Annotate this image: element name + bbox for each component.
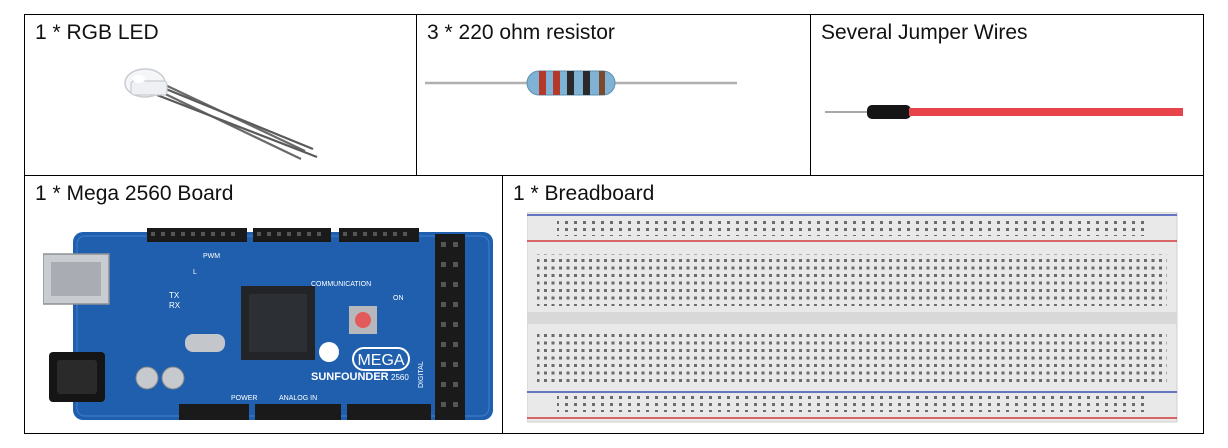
rgb-led-cell: 1 * RGB LED <box>24 14 417 176</box>
jumper-wire-icon <box>825 105 1183 119</box>
board-pwm-label: PWM <box>203 253 220 260</box>
board-digital-label: DIGITAL <box>418 361 425 388</box>
board-brand-text: SUNFOUNDER <box>311 371 389 383</box>
jumper-wires-cell: Several Jumper Wires <box>810 14 1204 176</box>
board-analog-label: ANALOG IN <box>279 395 317 402</box>
board-l-label: L <box>193 269 197 276</box>
mega-board-label: 1 * Mega 2560 Board <box>35 182 234 205</box>
resistor-cell: 3 * 220 ohm resistor <box>416 14 811 176</box>
resistor-label: 3 * 220 ohm resistor <box>427 21 615 44</box>
board-sub-text: 2560 <box>391 373 409 382</box>
board-on-label: ON <box>393 295 404 302</box>
breadboard-cell: 1 * Breadboard <box>502 175 1204 434</box>
breadboard-icon <box>527 212 1178 423</box>
board-rx-label: RX <box>169 301 181 310</box>
board-communication-label: COMMUNICATION <box>311 281 371 288</box>
mega-board-cell: 1 * Mega 2560 Board <box>24 175 503 434</box>
board-power-label: POWER <box>231 395 257 402</box>
resistor-icon <box>425 70 737 96</box>
breadboard-label: 1 * Breadboard <box>513 182 655 205</box>
board-tx-label: TX <box>169 291 180 300</box>
rgb-led-icon <box>124 68 318 160</box>
board-model-text: MEGA <box>357 352 404 369</box>
jumper-wires-label: Several Jumper Wires <box>821 21 1028 44</box>
mega-2560-board-icon: MEGA SUNFOUNDER 2560 COMMUNICATION POWER… <box>43 228 493 420</box>
rgb-led-label: 1 * RGB LED <box>35 21 159 44</box>
